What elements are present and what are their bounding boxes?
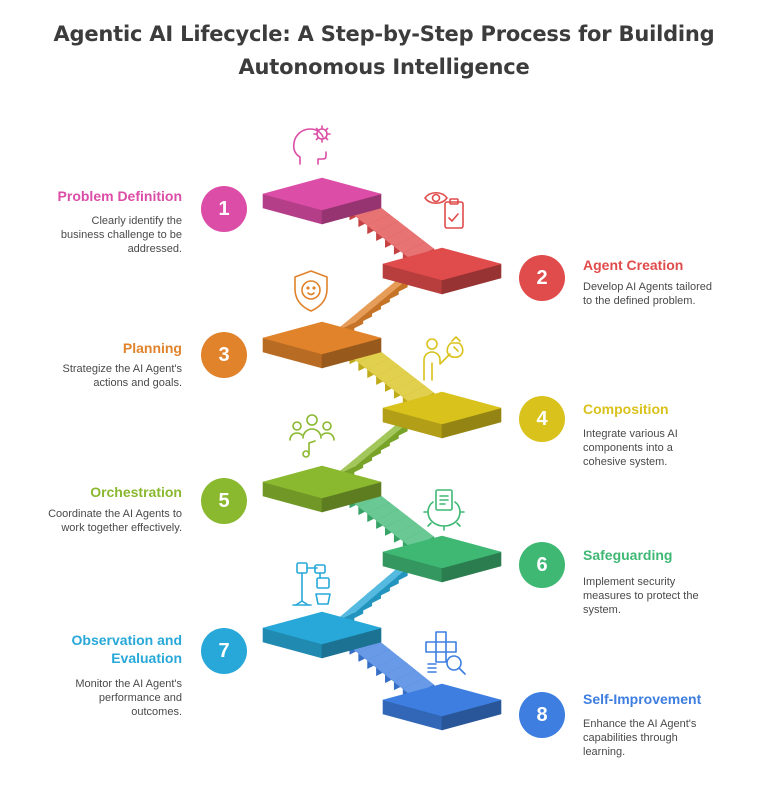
step-desc-6: Implement security measures to protect t… <box>583 576 699 616</box>
page-title: Agentic AI Lifecycle: A Step-by-Step Pro… <box>0 18 768 84</box>
head-gear-icon <box>292 125 331 165</box>
platform-top-8 <box>382 683 502 717</box>
step-number-1: 1 <box>201 186 247 232</box>
step-number-3: 3 <box>201 332 247 378</box>
eye-clipboard-icon <box>424 191 464 229</box>
step-desc-8: Enhance the AI Agent's capabilities thro… <box>583 718 697 758</box>
step-number-8: 8 <box>519 692 565 738</box>
step-desc-3: Strategize the AI Agent's actions and go… <box>62 363 182 389</box>
step-title-8: Self-Improvement <box>583 691 702 707</box>
step-title-5: Orchestration <box>90 484 182 500</box>
step-desc-4: Integrate various AI components into a c… <box>583 428 678 468</box>
step-number-5: 5 <box>201 478 247 524</box>
group-music-icon <box>289 414 335 458</box>
platform-top-1 <box>262 177 382 211</box>
step-number-7: 7 <box>201 628 247 674</box>
platform-top-4 <box>382 391 502 425</box>
step-title-1: Problem Definition <box>57 188 182 204</box>
step-title-7a: Observation and <box>71 632 182 648</box>
step-desc-7: Monitor the AI Agent's performance and o… <box>75 678 182 718</box>
person-bag-icon <box>423 336 464 381</box>
grid-magnifier-icon <box>425 631 466 675</box>
step-desc-5: Coordinate the AI Agents to work togethe… <box>48 508 182 534</box>
step-number-4: 4 <box>519 396 565 442</box>
shield-face-icon <box>294 270 328 312</box>
robot-arm-icon <box>292 562 331 606</box>
platform-top-5 <box>262 465 382 499</box>
step-title-3: Planning <box>122 340 182 356</box>
title-line-2: Autonomous Intelligence <box>238 55 530 79</box>
step-title-7b: Evaluation <box>111 650 182 666</box>
step-number-6: 6 <box>519 542 565 588</box>
step-desc-2: Develop AI Agents tailored to the define… <box>583 281 713 307</box>
step-desc-1: Clearly identify the business challenge … <box>60 215 182 255</box>
step-title-4: Composition <box>583 401 669 417</box>
gear-document-icon <box>423 489 465 531</box>
platform-top-6 <box>382 535 502 569</box>
platform-top-3 <box>262 321 382 355</box>
step-title-6: Safeguarding <box>583 547 673 563</box>
platform-top-7 <box>262 611 382 645</box>
title-line-1: Agentic AI Lifecycle: A Step-by-Step Pro… <box>53 22 715 46</box>
step-title-2: Agent Creation <box>583 257 684 273</box>
platform-top-2 <box>382 247 502 281</box>
step-number-2: 2 <box>519 255 565 301</box>
